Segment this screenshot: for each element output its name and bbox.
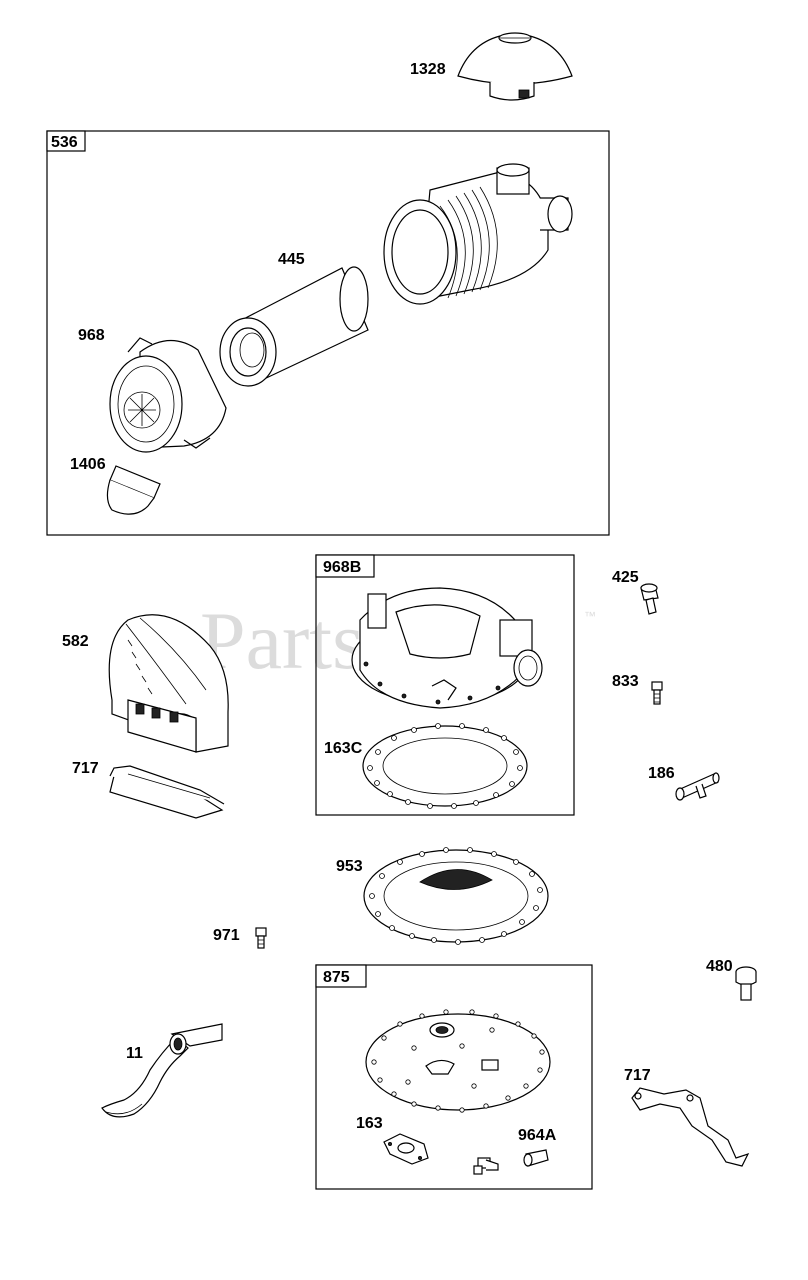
box-536-label: 536 — [51, 134, 78, 151]
label-717b: 717 — [624, 1067, 651, 1084]
box-875-tag — [315, 964, 367, 988]
part-163-gasket[interactable] — [383, 1133, 429, 1165]
part-1328-rain-cap[interactable] — [457, 32, 573, 101]
part-582-mounting-band[interactable] — [108, 614, 229, 753]
box-968B — [315, 554, 575, 816]
label-833: 833 — [612, 673, 639, 690]
box-968B-label: 968B — [323, 559, 361, 576]
part-971-screw[interactable] — [255, 927, 267, 949]
part-964A-sleeve[interactable] — [523, 1149, 549, 1167]
label-11: 11 — [126, 1045, 143, 1062]
part-425-bolt[interactable] — [640, 583, 659, 615]
box-875 — [315, 964, 593, 1190]
part-953-gasket[interactable] — [363, 847, 549, 945]
label-445: 445 — [278, 251, 305, 268]
label-968: 968 — [78, 327, 105, 344]
part-11-hose[interactable] — [101, 1023, 223, 1118]
part-717-bracket-left[interactable] — [109, 765, 225, 819]
part-968-cover[interactable] — [109, 337, 227, 453]
label-163: 163 — [356, 1115, 383, 1132]
box-875-label: 875 — [323, 969, 350, 986]
part-445-filter-element[interactable] — [219, 266, 369, 387]
label-186: 186 — [648, 765, 675, 782]
label-582: 582 — [62, 633, 89, 650]
label-964A: 964A — [518, 1127, 557, 1144]
part-875-plate[interactable] — [365, 1009, 551, 1113]
part-833-screw[interactable] — [651, 681, 663, 705]
label-1328: 1328 — [410, 61, 446, 78]
watermark-trademark: ™ — [584, 609, 596, 623]
box-968B-tag — [315, 554, 375, 578]
part-1406-valve[interactable] — [106, 465, 161, 515]
box-536 — [46, 130, 610, 536]
part-968B-housing-base[interactable] — [351, 587, 543, 709]
part-717-bracket-right[interactable] — [631, 1087, 750, 1167]
part-875-fitting[interactable] — [473, 1157, 499, 1175]
box-536-tag — [46, 130, 86, 152]
label-953: 953 — [336, 858, 363, 875]
part-163C-gasket[interactable] — [362, 723, 528, 809]
air-cleaner-body[interactable] — [383, 163, 573, 305]
label-425: 425 — [612, 569, 639, 586]
part-186-fitting[interactable] — [675, 772, 720, 801]
label-163C: 163C — [324, 740, 363, 757]
label-971: 971 — [213, 927, 240, 944]
label-717a: 717 — [72, 760, 99, 777]
label-480: 480 — [706, 958, 733, 975]
part-480-bolt[interactable] — [735, 966, 757, 1001]
label-1406: 1406 — [70, 456, 106, 473]
